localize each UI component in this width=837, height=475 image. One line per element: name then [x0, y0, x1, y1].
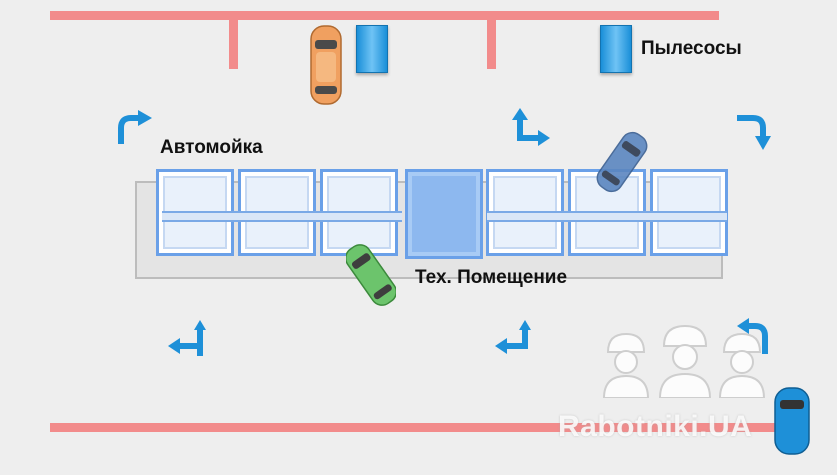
car-icon — [774, 387, 810, 455]
bay-rail-right — [487, 211, 727, 222]
car-icon — [596, 131, 648, 193]
watermark-text: Rabotniki.UA — [558, 410, 753, 443]
turn-arrow-icon — [495, 320, 531, 354]
turn-arrow-icon — [512, 108, 550, 146]
carwash-label: Автомойка — [160, 137, 263, 158]
car-icon — [310, 25, 342, 105]
top-wall-divider-right — [487, 11, 496, 69]
bottom-wall — [50, 423, 790, 432]
car-icon — [346, 244, 396, 306]
tech-room-label: Тех. Помещение — [415, 267, 568, 288]
turn-arrow-icon — [118, 110, 152, 144]
workers-logo-icon — [602, 324, 766, 398]
tech-room-block — [405, 169, 483, 259]
vacuum-cleaner-icon — [356, 25, 388, 73]
vacuum-cleaner-icon — [600, 25, 632, 73]
bay-rail-left — [162, 211, 402, 222]
top-wall — [50, 11, 719, 20]
turn-arrow-icon — [737, 115, 771, 150]
vacuums-label: Пылесосы — [641, 38, 742, 59]
turn-arrow-icon — [737, 318, 768, 354]
top-wall-divider-left — [229, 11, 238, 69]
turn-arrow-icon — [168, 320, 206, 356]
